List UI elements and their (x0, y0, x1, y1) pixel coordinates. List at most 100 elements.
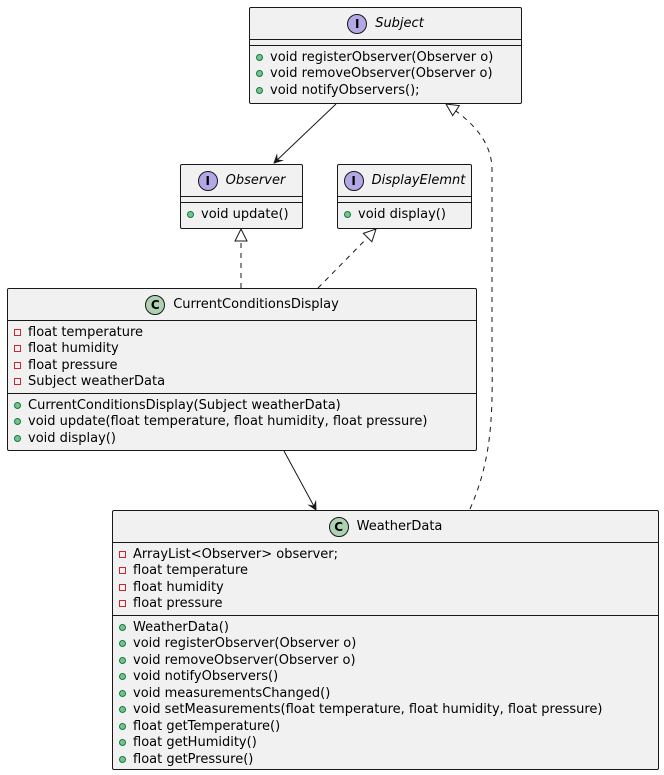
public-marker-icon (14, 418, 21, 426)
public-marker-icon (119, 722, 126, 730)
interface-badge-icon: I (343, 170, 364, 191)
class-badge-icon: C (145, 294, 166, 315)
method-row: float getHumidity() (119, 735, 658, 752)
method-text: void display() (28, 430, 116, 446)
class-header: C WeatherData (113, 511, 658, 542)
class-name: WeatherData (356, 519, 443, 534)
field-row: float humidity (119, 579, 658, 596)
method-row: void display() (344, 206, 471, 223)
field-text: float pressure (28, 357, 118, 373)
private-marker-icon (119, 550, 126, 558)
interface-badge-icon: I (347, 13, 368, 34)
method-row: void update() (187, 206, 302, 223)
method-row: void update(float temperature, float hum… (14, 414, 476, 431)
methods-section: void display() (338, 202, 471, 223)
method-text: void notifyObservers() (133, 669, 279, 685)
class-header: I Observer (181, 165, 302, 196)
private-marker-icon (119, 567, 126, 575)
field-text: float temperature (28, 324, 144, 340)
method-row: void registerObserver(Observer o) (256, 49, 521, 66)
field-row: float temperature (14, 324, 476, 341)
class-header: C CurrentConditionsDisplay (8, 289, 476, 320)
method-row: void registerObserver(Observer o) (119, 636, 658, 653)
interface-badge-icon: I (197, 170, 218, 191)
class-name: Observer (225, 173, 286, 188)
public-marker-icon (256, 86, 263, 94)
class-name: CurrentConditionsDisplay (173, 297, 339, 312)
field-row: ArrayList<Observer> observer; (119, 546, 658, 563)
method-text: void registerObserver(Observer o) (270, 49, 494, 65)
field-text: ArrayList<Observer> observer; (133, 546, 339, 562)
method-row: float getPressure() (119, 751, 658, 768)
private-marker-icon (14, 361, 21, 369)
methods-section: CurrentConditionsDisplay(Subject weather… (8, 393, 476, 447)
method-row: void notifyObservers(); (256, 82, 521, 99)
field-row: Subject weatherData (14, 374, 476, 391)
method-text: void registerObserver(Observer o) (133, 636, 357, 652)
method-text: void update(float temperature, float hum… (28, 414, 428, 430)
public-marker-icon (119, 623, 126, 631)
field-text: float temperature (133, 563, 249, 579)
methods-section: void update() (181, 202, 302, 223)
private-marker-icon (14, 345, 21, 353)
field-text: float humidity (28, 341, 119, 357)
method-text: void display() (358, 206, 446, 222)
method-row: void measurementsChanged() (119, 685, 658, 702)
public-marker-icon (256, 70, 263, 78)
public-marker-icon (119, 739, 126, 747)
field-text: float pressure (133, 596, 223, 612)
field-row: float humidity (14, 341, 476, 358)
private-marker-icon (119, 600, 126, 608)
class-badge-icon: C (328, 516, 349, 537)
method-row: CurrentConditionsDisplay(Subject weather… (14, 397, 476, 414)
edge-ccd-realizes-display (317, 229, 376, 289)
edge-subject-to-observer (273, 103, 337, 164)
private-marker-icon (14, 378, 21, 386)
private-marker-icon (119, 583, 126, 591)
class-name: DisplayElemnt (371, 173, 466, 188)
method-text: float getHumidity() (133, 735, 257, 751)
method-text: WeatherData() (133, 619, 229, 635)
public-marker-icon (119, 673, 126, 681)
fields-section (250, 39, 521, 45)
method-row: void notifyObservers() (119, 669, 658, 686)
public-marker-icon (14, 434, 21, 442)
class-observer[interactable]: I Observer void update() (180, 164, 303, 229)
edge-ccd-to-weather (283, 450, 317, 511)
class-header: I DisplayElemnt (338, 165, 471, 196)
method-row: void display() (14, 430, 476, 447)
methods-section: WeatherData()void registerObserver(Obser… (113, 615, 658, 768)
method-row: void setMeasurements(float temperature, … (119, 702, 658, 719)
public-marker-icon (119, 656, 126, 664)
fields-section (338, 196, 471, 202)
method-text: void measurementsChanged() (133, 685, 331, 701)
method-row: WeatherData() (119, 619, 658, 636)
edge-weather-realizes-subject (446, 104, 493, 510)
public-marker-icon (119, 640, 126, 648)
method-text: void update() (201, 206, 289, 222)
method-row: float getTemperature() (119, 718, 658, 735)
field-row: float pressure (119, 596, 658, 613)
private-marker-icon (14, 328, 21, 336)
class-display[interactable]: I DisplayElemnt void display() (337, 164, 472, 229)
fields-section (181, 196, 302, 202)
public-marker-icon (119, 689, 126, 697)
public-marker-icon (187, 210, 194, 218)
method-text: float getPressure() (133, 751, 254, 767)
field-text: Subject weatherData (28, 374, 166, 390)
method-text: void removeObserver(Observer o) (270, 66, 493, 82)
class-ccd[interactable]: C CurrentConditionsDisplay float temperatu… (7, 288, 477, 451)
method-text: void notifyObservers(); (270, 82, 420, 98)
method-text: CurrentConditionsDisplay(Subject weather… (28, 397, 341, 413)
method-row: void removeObserver(Observer o) (256, 66, 521, 83)
public-marker-icon (119, 755, 126, 763)
public-marker-icon (256, 53, 263, 61)
field-row: float temperature (119, 563, 658, 580)
method-row: void removeObserver(Observer o) (119, 652, 658, 669)
